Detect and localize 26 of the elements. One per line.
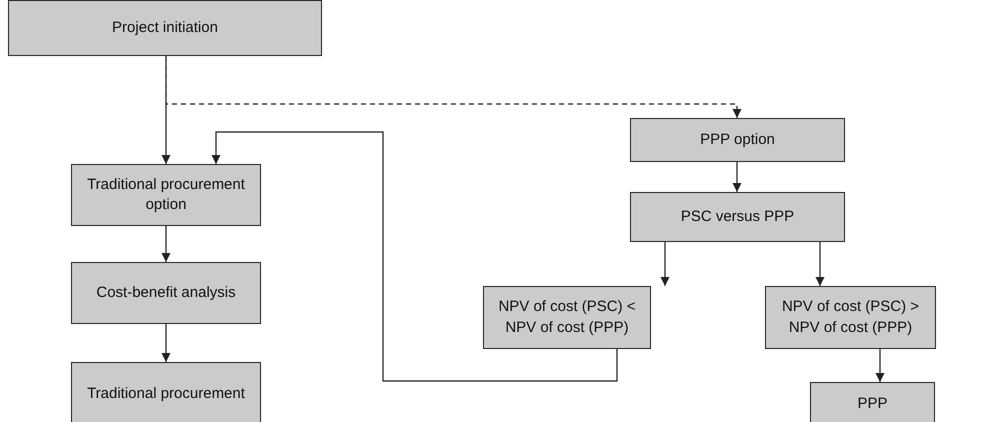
box-label: Project initiation [112, 18, 218, 38]
process-box [630, 118, 845, 162]
process-box [71, 362, 261, 422]
arrow [660, 242, 670, 286]
arrow [212, 131, 618, 382]
process-box [8, 0, 322, 56]
box-label: PSC versus PPP [680, 206, 794, 227]
process-box [71, 164, 261, 226]
arrow [165, 56, 742, 118]
process-box [810, 382, 935, 422]
arrow [876, 349, 884, 382]
box-label: PPP [857, 394, 888, 414]
box-label: NPV of cost (PSC) > NPV of cost (PPP) [780, 297, 920, 338]
process-box [483, 286, 651, 349]
arrow [162, 226, 170, 262]
arrow [816, 242, 824, 286]
box-label: NPV of cost (PSC) < NPV of cost (PPP) [497, 297, 637, 338]
box-label: Traditional procurement [87, 384, 245, 404]
box-label: Traditional procurement option [86, 174, 246, 215]
process-box [630, 192, 845, 242]
process-box [71, 262, 261, 324]
box-label: PPP option [700, 130, 775, 150]
arrow [732, 162, 742, 192]
process-box [765, 286, 936, 349]
arrow [162, 324, 170, 362]
box-label: Cost-benefit analysis [96, 282, 236, 303]
